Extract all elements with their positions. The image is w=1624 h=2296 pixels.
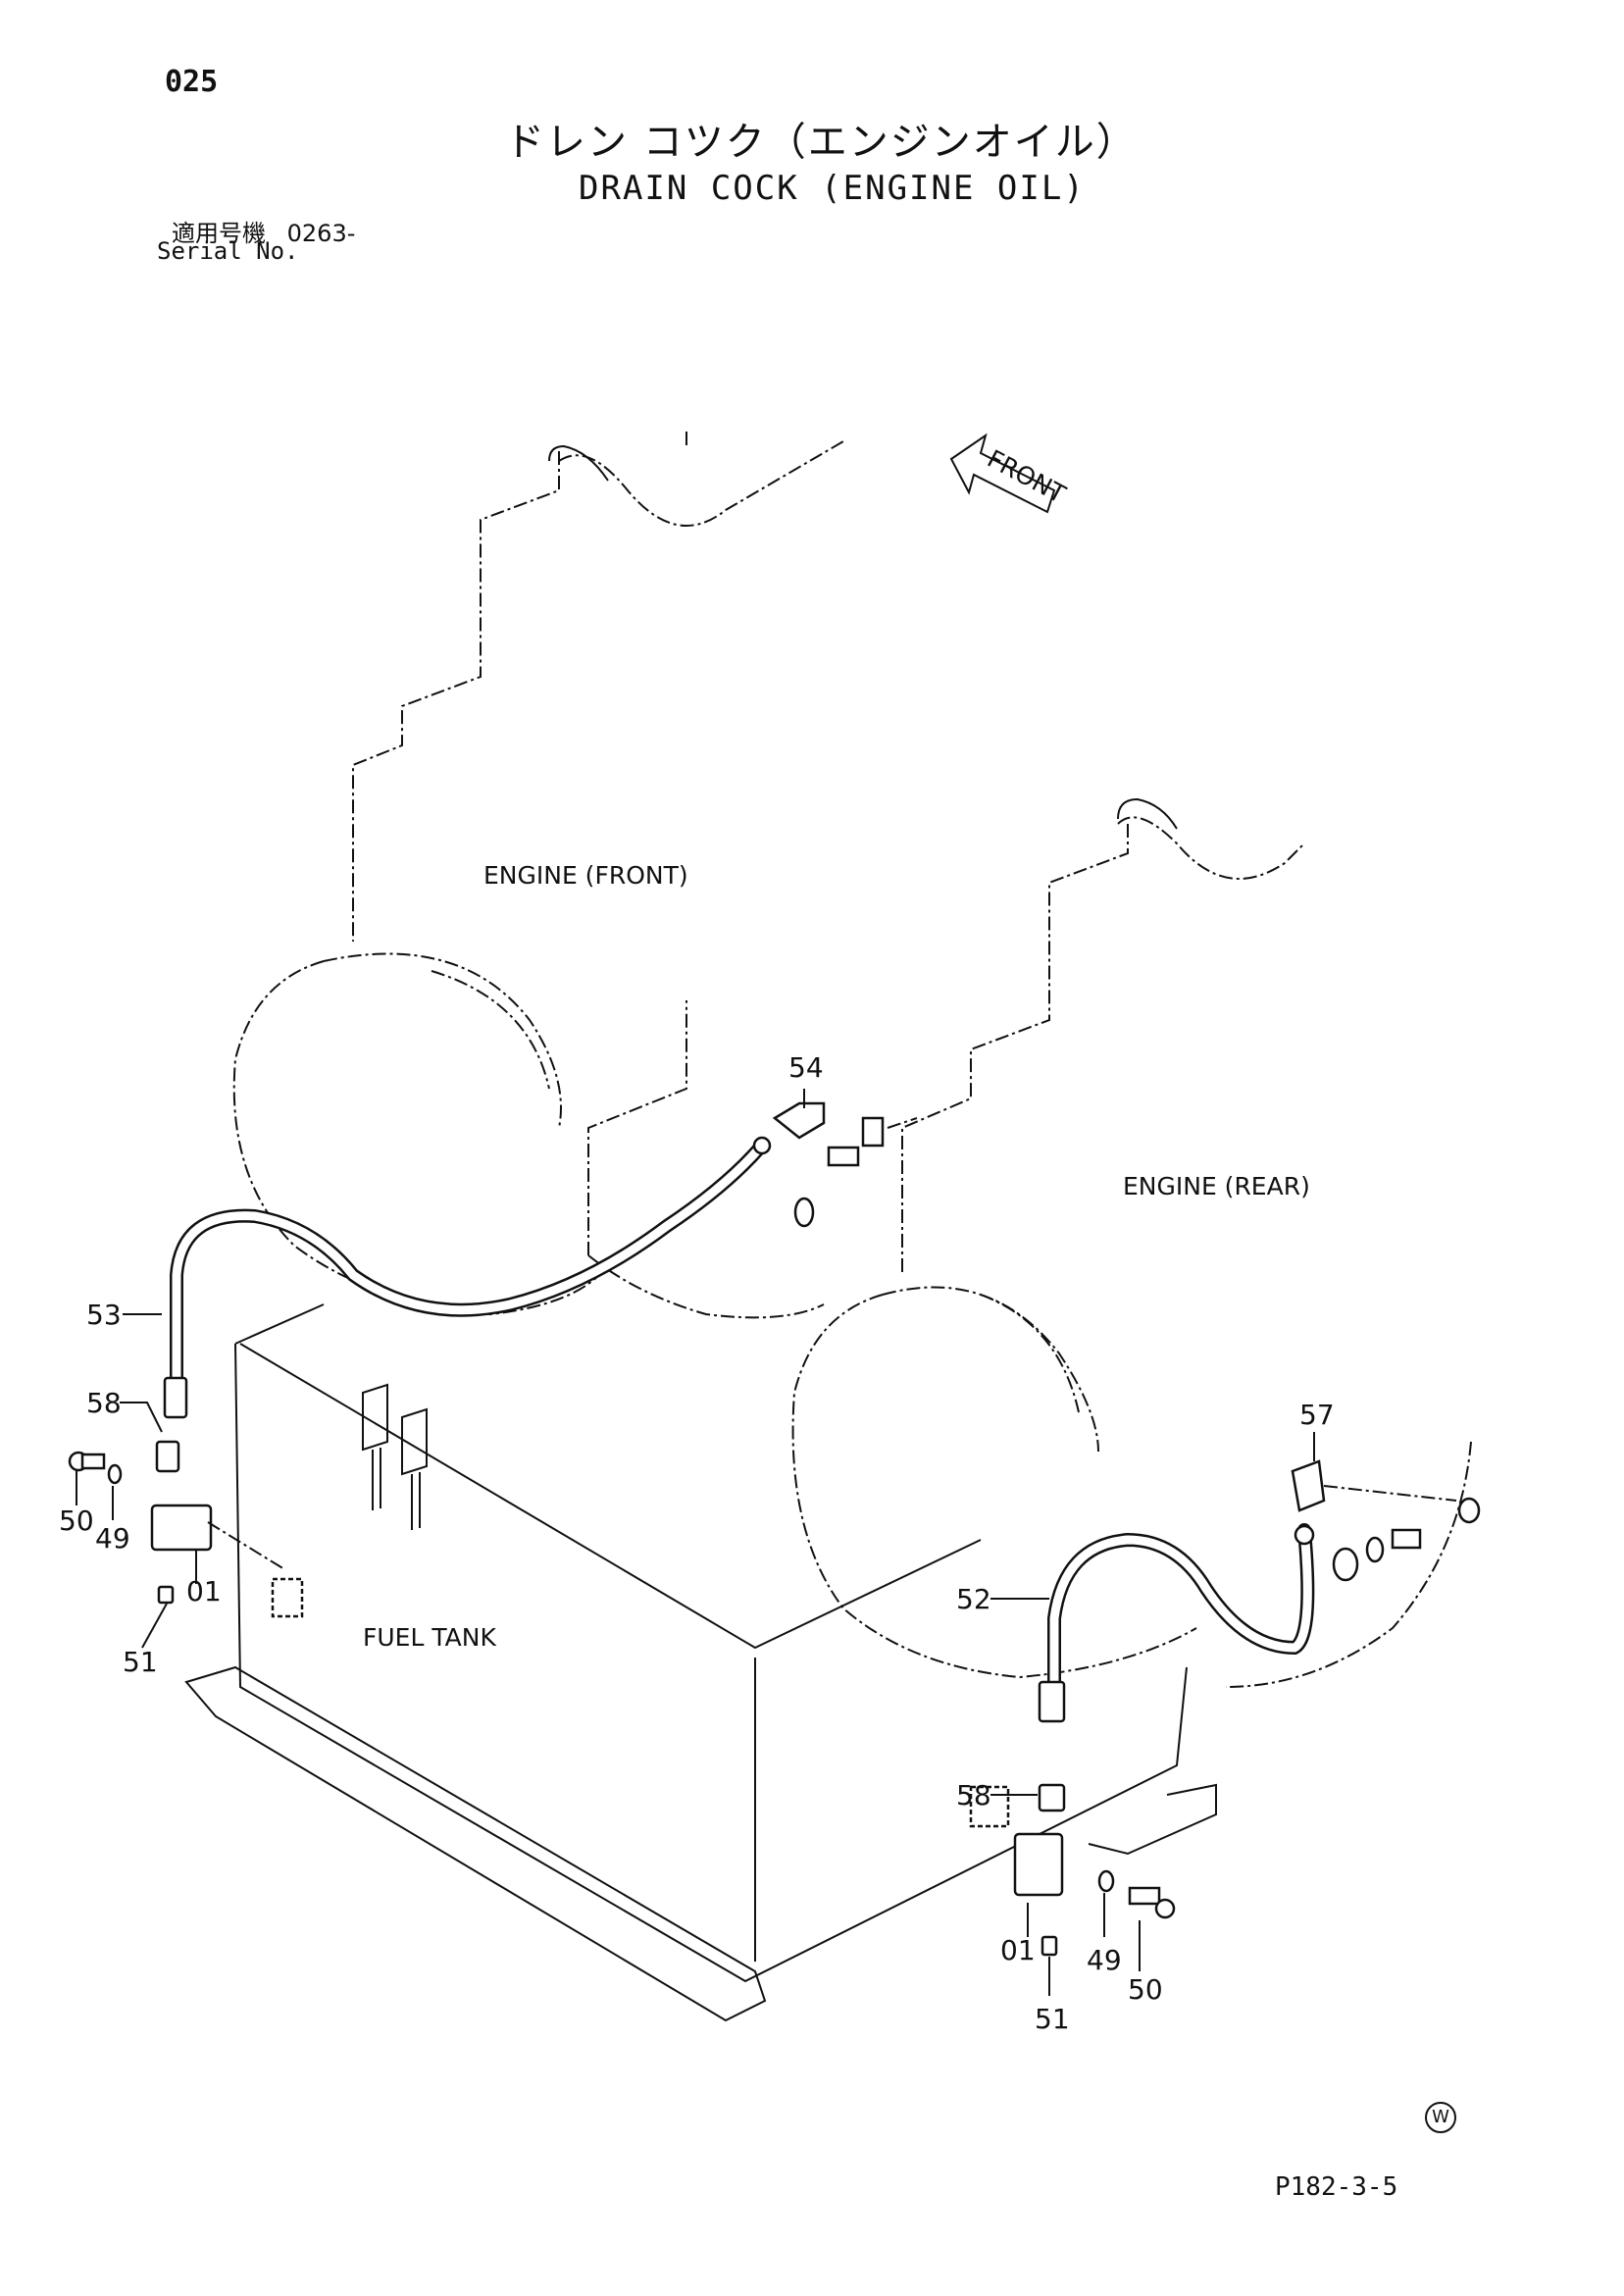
fuel-tank-outline bbox=[184, 1303, 1217, 2022]
serial-value: 0263- bbox=[286, 220, 356, 247]
callout-58-left: 58 bbox=[86, 1387, 122, 1419]
left-drain-assembly bbox=[68, 1376, 304, 1618]
engine-front-label: ENGINE (FRONT) bbox=[483, 861, 688, 890]
engine-rear-label: ENGINE (REAR) bbox=[1123, 1172, 1310, 1200]
fuel-tank-label: FUEL TANK bbox=[363, 1623, 496, 1652]
engine-rear-outline bbox=[791, 797, 1472, 1688]
page-number: 025 bbox=[165, 65, 219, 99]
callout-01-left: 01 bbox=[186, 1575, 222, 1607]
callout-51-left: 51 bbox=[123, 1646, 158, 1678]
callout-49-left: 49 bbox=[95, 1522, 130, 1555]
callout-01-right: 01 bbox=[1000, 1934, 1036, 1966]
serial-label-ja-text: 適用号機 bbox=[172, 220, 266, 247]
callout-53: 53 bbox=[86, 1299, 122, 1331]
leader-lines bbox=[76, 1089, 1315, 1996]
callout-57: 57 bbox=[1299, 1399, 1335, 1431]
title-japanese: ドレン コツク（エンジンオイル） bbox=[505, 120, 1138, 165]
callout-50-right: 50 bbox=[1128, 1973, 1163, 2006]
title-english: DRAIN COCK (ENGINE OIL) bbox=[579, 169, 1086, 208]
callout-51-right: 51 bbox=[1035, 2003, 1070, 2035]
engine-front-outline bbox=[232, 432, 844, 1319]
serial-label-japanese: 適用号機 0263- bbox=[172, 214, 355, 248]
callout-52: 52 bbox=[956, 1583, 991, 1615]
callout-54: 54 bbox=[788, 1051, 824, 1084]
callout-58-right: 58 bbox=[956, 1779, 991, 1811]
reference-code: P182-3-5 bbox=[1275, 2172, 1398, 2202]
hose-53 bbox=[170, 1141, 767, 1390]
hose-52 bbox=[1047, 1523, 1315, 1694]
callout-49-right: 49 bbox=[1087, 1944, 1122, 1976]
right-drain-assembly bbox=[969, 1459, 1481, 1957]
front-arrow-label: FRONT bbox=[983, 444, 1071, 509]
middle-fitting-assembly bbox=[752, 1101, 918, 1228]
callout-50-left: 50 bbox=[59, 1505, 94, 1537]
front-arrow-icon: FRONT bbox=[949, 433, 1071, 514]
w-mark-icon: W bbox=[1425, 2102, 1456, 2133]
serial-label-english: Serial No. bbox=[157, 237, 299, 265]
